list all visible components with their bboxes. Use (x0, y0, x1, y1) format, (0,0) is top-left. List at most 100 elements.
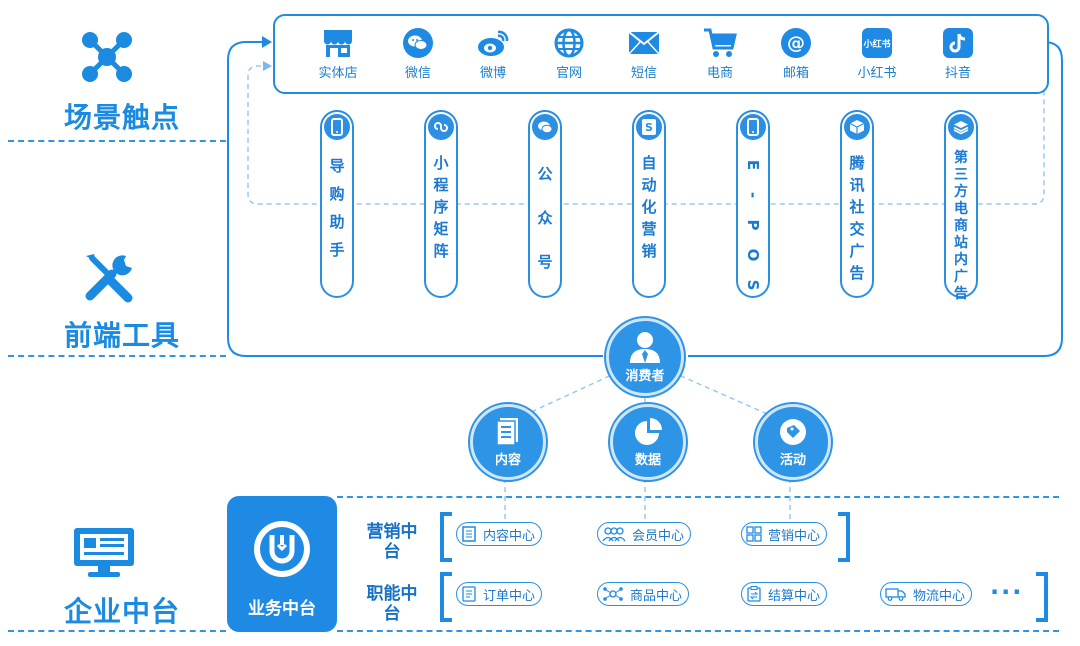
item-label: 内容中心 (483, 528, 536, 544)
wechat-icon (532, 114, 558, 140)
divider (337, 630, 1059, 632)
order-icon (461, 586, 477, 602)
channel-label: 小红书 (857, 66, 897, 81)
wechat-icon (401, 26, 435, 60)
settlement-icon (746, 586, 762, 602)
divider (337, 496, 1059, 498)
bracket-left (440, 572, 452, 622)
channel-store[interactable]: 实体店 (306, 26, 370, 81)
shopping-bag-icon: S (636, 114, 662, 140)
weibo-icon (476, 26, 510, 60)
more-indicator: ··· (990, 578, 1024, 606)
item-label: 物流中心 (913, 588, 966, 604)
product-center-item[interactable]: 商品中心 (597, 582, 690, 606)
tool-label: 导购助手 (329, 157, 345, 259)
users-icon (602, 526, 626, 542)
channel-email[interactable]: @ 邮箱 (764, 26, 828, 81)
tool-miniprogram-matrix[interactable]: 小程序矩阵 (424, 110, 458, 298)
channel-douyin[interactable]: 抖音 (926, 26, 990, 81)
data-label: 数据 (634, 452, 661, 468)
content-label: 内容 (494, 452, 521, 468)
globe-icon (552, 26, 586, 60)
channel-label: 邮箱 (782, 66, 809, 81)
channels-panel (273, 14, 1049, 94)
channel-label: 官网 (555, 66, 582, 81)
tool-label: 自动化营销 (641, 154, 657, 260)
phone-icon (324, 114, 350, 140)
channel-ecommerce[interactable]: 电商 (688, 26, 752, 81)
douyin-icon (941, 26, 975, 60)
functional-platform-label: 职能中台 (366, 584, 418, 624)
content-center-item[interactable]: 内容中心 (456, 522, 543, 546)
settlement-center-item[interactable]: 结算中心 (741, 582, 828, 606)
miniprogram-icon (428, 114, 454, 140)
tool-thirdparty-ecommerce-ads[interactable]: 第三方电商站内广告 (944, 110, 978, 302)
phone-icon (740, 114, 766, 140)
grid-icon (746, 526, 762, 542)
section-title-touchpoints: 场景触点 (64, 101, 181, 134)
channel-xiaohongshu[interactable]: 小红书 小红书 (845, 26, 909, 81)
logistics-center-item[interactable]: 物流中心 (880, 582, 973, 606)
mail-icon (627, 26, 661, 60)
cart-icon (703, 26, 737, 60)
logo-icon (251, 518, 313, 580)
tool-label: 公众号 (537, 165, 553, 271)
marketing-center-item[interactable]: 营销中心 (741, 522, 828, 546)
channel-label: 抖音 (944, 66, 971, 81)
member-center-item[interactable]: 会员中心 (597, 522, 692, 546)
network-icon (80, 30, 134, 84)
item-label: 商品中心 (630, 588, 683, 604)
item-label: 结算中心 (768, 588, 821, 604)
marketing-platform-label: 营销中台 (366, 522, 418, 562)
activity-label: 活动 (779, 452, 806, 468)
at-icon: @ (779, 26, 813, 60)
divider (8, 355, 226, 357)
content-node[interactable]: 内容 (470, 404, 546, 480)
channel-label: 实体店 (318, 66, 358, 81)
truck-icon (885, 586, 907, 602)
divider (8, 630, 226, 632)
business-platform-label: 业务中台 (248, 599, 316, 619)
divider (8, 140, 226, 142)
channel-weibo[interactable]: 微博 (461, 26, 525, 81)
network-icon (602, 586, 624, 602)
item-label: 会员中心 (632, 528, 685, 544)
bracket-right (1036, 572, 1048, 622)
channel-wechat[interactable]: 微信 (386, 26, 450, 81)
section-title-frontend-tools: 前端工具 (64, 319, 181, 352)
tools-icon (82, 250, 138, 306)
cube-icon (844, 114, 870, 140)
channel-label: 微博 (479, 66, 506, 81)
tool-official-account[interactable]: 公众号 (528, 110, 562, 298)
consumer-label: 消费者 (625, 368, 665, 384)
tool-automated-marketing[interactable]: S 自动化营销 (632, 110, 666, 298)
svg-text:@: @ (787, 33, 805, 54)
item-label: 营销中心 (768, 528, 821, 544)
channel-label: 微信 (404, 66, 431, 81)
channel-website[interactable]: 官网 (537, 26, 601, 81)
document-icon (461, 526, 477, 542)
section-title-enterprise-platform: 企业中台 (64, 595, 181, 628)
consumer-node[interactable]: 消费者 (606, 318, 684, 396)
data-node[interactable]: 数据 (610, 404, 686, 480)
activity-node[interactable]: 活动 (755, 404, 831, 480)
person-icon (628, 331, 662, 363)
tool-label: 腾讯社交广告 (849, 154, 865, 282)
layers-icon (948, 114, 974, 140)
bracket-right (838, 512, 850, 562)
tag-icon (778, 417, 808, 447)
tool-label: 第三方电商站内广告 (954, 150, 968, 302)
store-icon (321, 26, 355, 60)
tool-tencent-social-ads[interactable]: 腾讯社交广告 (840, 110, 874, 298)
business-platform-box[interactable]: 业务中台 (227, 496, 337, 632)
bracket-left (440, 512, 452, 562)
monitor-icon (72, 526, 136, 578)
document-icon (495, 417, 521, 447)
xiaohongshu-icon: 小红书 (860, 26, 894, 60)
channel-sms[interactable]: 短信 (612, 26, 676, 81)
tool-shopping-guide[interactable]: 导购助手 (320, 110, 354, 298)
order-center-item[interactable]: 订单中心 (456, 582, 543, 606)
